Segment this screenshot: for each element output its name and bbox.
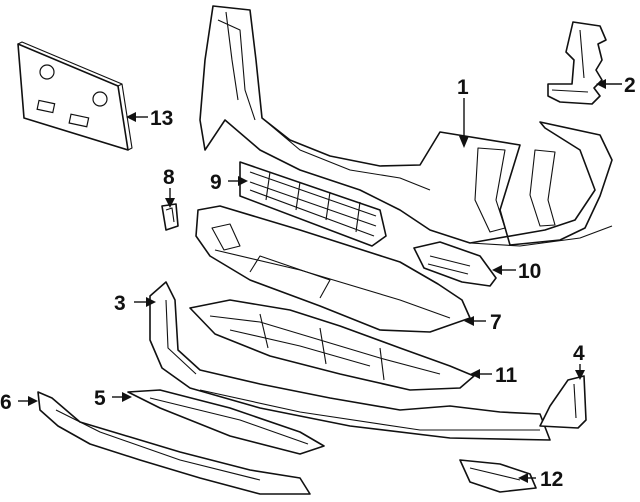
- callout-10: 10: [518, 260, 541, 283]
- callout-4: 4: [573, 342, 585, 365]
- license-plate-bracket: [17, 41, 133, 151]
- callout-labels: 1 2 3 4 5 6 7 8 9 10 11 12 13: [0, 74, 636, 491]
- callout-9: 9: [210, 171, 222, 194]
- lower-bumper-cover: [149, 281, 551, 441]
- fog-lamp-bezel: [413, 241, 497, 287]
- callout-6: 6: [0, 391, 12, 414]
- energy-absorber: [195, 205, 471, 333]
- callout-12: 12: [540, 468, 563, 491]
- tow-hook-cover: [459, 459, 537, 493]
- callout-11: 11: [495, 364, 518, 387]
- callout-3: 3: [114, 292, 126, 315]
- lower-trim-strip: [127, 389, 325, 455]
- lower-side-bracket: [539, 375, 587, 429]
- air-deflector: [37, 391, 311, 495]
- callout-13: 13: [150, 107, 173, 130]
- callout-5: 5: [94, 387, 106, 410]
- bumper-side-bracket: [547, 21, 607, 105]
- lower-grille: [239, 161, 387, 247]
- callout-7: 7: [490, 311, 502, 334]
- leader-lines: [18, 79, 622, 483]
- upper-bumper-cover: [199, 5, 613, 247]
- callout-2: 2: [624, 74, 636, 97]
- callout-8: 8: [163, 166, 175, 189]
- callout-1: 1: [457, 76, 469, 99]
